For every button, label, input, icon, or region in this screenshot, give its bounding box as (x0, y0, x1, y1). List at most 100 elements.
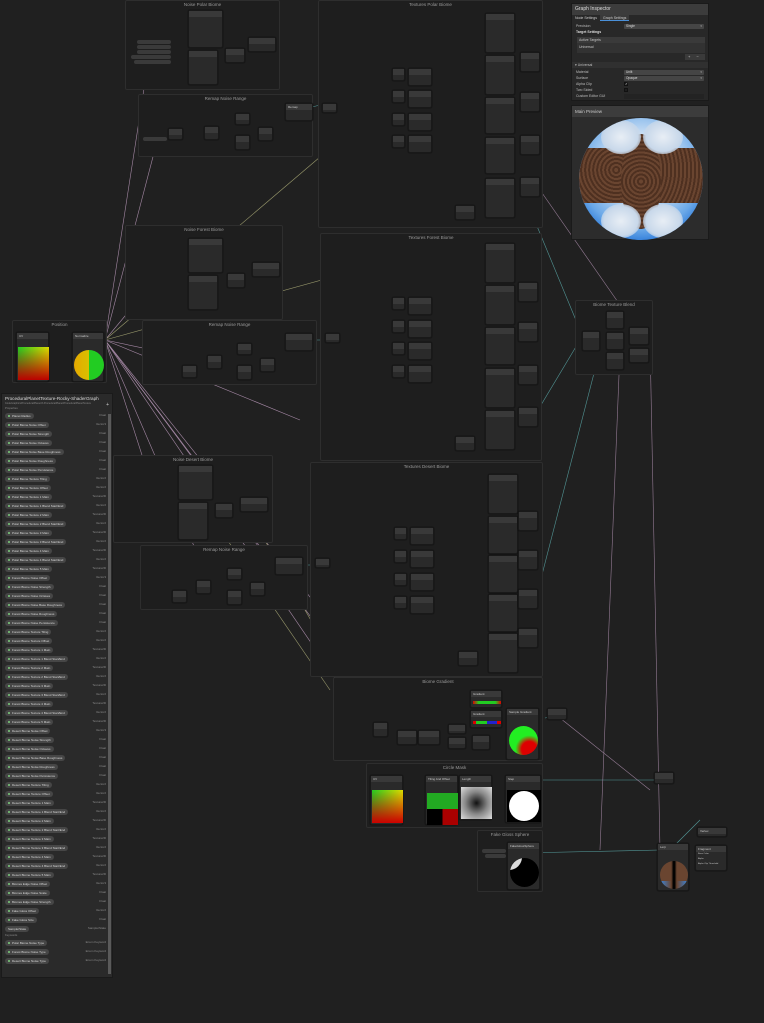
property-name[interactable]: Polar Biome Noise Roughness (5, 457, 56, 464)
node-add[interactable] (227, 590, 242, 605)
fragment-port-base-color[interactable]: Base Color (698, 853, 709, 855)
node-sample-texture[interactable] (485, 55, 515, 95)
node-tiling-offset[interactable] (408, 135, 432, 153)
node-noise[interactable] (188, 10, 223, 48)
node-tiling-offset[interactable] (408, 90, 432, 108)
node-tiling-offset[interactable] (410, 573, 434, 591)
node-lerp[interactable] (260, 358, 275, 372)
node-sample-texture[interactable] (485, 137, 515, 174)
remove-target-button[interactable]: − (696, 54, 699, 59)
node-uv[interactable]: UV (16, 332, 49, 382)
node-multiply[interactable] (207, 355, 222, 369)
node-lerp[interactable] (518, 407, 538, 427)
property-name[interactable]: Forest Biome Texture 1 Blend Start/End (5, 655, 68, 662)
node-normalize[interactable]: Normalize (72, 332, 104, 382)
add-target-button[interactable]: + (688, 54, 691, 59)
property-name[interactable]: Desert Biome Texture 2 Main (5, 817, 54, 824)
fragment-port-alpha[interactable]: Alpha (698, 858, 704, 860)
node-sample-texture[interactable] (485, 178, 515, 218)
node-sub[interactable] (225, 48, 245, 63)
property-name[interactable]: Polar Biome Noise Strength (5, 430, 53, 437)
property-pill[interactable] (134, 60, 171, 64)
property-name[interactable]: Forest Biome Noise Roughness (5, 610, 58, 617)
node-lerp-final[interactable]: Lerp (657, 843, 689, 891)
node-sample-texture[interactable] (488, 594, 518, 632)
property-name[interactable]: Desert Biome Noise Octaves (5, 745, 54, 752)
property-name[interactable]: Desert Biome Texture Tiling (5, 781, 52, 788)
node-lerp[interactable] (518, 365, 538, 385)
node-split[interactable] (168, 128, 183, 140)
node-sub[interactable] (215, 503, 233, 518)
node-split[interactable] (182, 365, 197, 378)
node-split[interactable] (582, 331, 600, 351)
node-tiling-offset[interactable] (408, 365, 432, 383)
node-noise[interactable] (188, 275, 218, 310)
node-split[interactable] (172, 590, 187, 603)
node-split[interactable] (392, 135, 405, 148)
node-add[interactable] (629, 348, 649, 363)
node-tiling-offset[interactable] (458, 651, 478, 666)
node-lerp[interactable] (518, 550, 538, 570)
property-name[interactable]: Forest Biome Texture 2 Blend Start/End (5, 673, 68, 680)
property-name[interactable]: Forest Biome Noise Type (5, 948, 49, 955)
property-pill-fake-gloss-offset[interactable] (482, 849, 506, 853)
node-remap[interactable] (322, 103, 337, 113)
node-split[interactable] (394, 596, 407, 609)
node-split[interactable] (392, 342, 405, 355)
property-name[interactable]: Polar Biome Texture 2 Main (5, 511, 52, 518)
property-name[interactable]: Forest Biome Texture 1 Main (5, 646, 54, 653)
property-name[interactable]: Desert Biome Noise Roughness (5, 763, 58, 770)
property-name[interactable]: Forest Biome Noise Base Roughness (5, 601, 66, 608)
fragment-port-alpha-clip[interactable]: Alpha Clip Threshold (698, 863, 719, 865)
node-tiling-offset[interactable] (408, 68, 432, 86)
node-add[interactable] (235, 113, 250, 125)
property-pill[interactable] (131, 55, 171, 59)
node-add[interactable] (448, 724, 466, 734)
property-name[interactable]: Desert Biome Texture 1 Main (5, 799, 54, 806)
node-lerp[interactable] (518, 628, 538, 648)
node-split[interactable] (392, 68, 405, 81)
node-noise[interactable] (178, 465, 213, 500)
property-name[interactable]: Forest Biome Noise Octaves (5, 592, 54, 599)
property-name[interactable]: Planet Radius (5, 412, 34, 419)
node-multiply[interactable] (654, 772, 674, 784)
universal-section[interactable]: ▾ Universal (572, 62, 708, 68)
node-remap[interactable] (275, 557, 303, 575)
property-pill[interactable] (137, 45, 171, 49)
property-name[interactable]: Desert Biome Noise Type (5, 957, 49, 964)
node-split[interactable] (394, 527, 407, 540)
node-multiply[interactable] (397, 730, 417, 745)
node-sample-texture[interactable] (485, 368, 515, 408)
node-tiling-offset[interactable] (408, 297, 432, 315)
node-split[interactable] (392, 365, 405, 378)
surface-dropdown[interactable]: Opaque (624, 76, 704, 81)
property-name[interactable]: Forest Biome Noise Persistence (5, 619, 58, 626)
fragment-block[interactable]: Fragment Base Color Alpha Alpha Clip Thr… (695, 845, 727, 871)
node-gradient[interactable]: Gradient (470, 710, 502, 728)
property-name[interactable]: Forest Biome Texture 5 Main (5, 718, 54, 725)
node-tiling-offset[interactable] (410, 527, 434, 545)
property-name[interactable]: Forest Biome Noise Offset (5, 574, 51, 581)
property-name[interactable]: Polar Biome Texture 2 Blend Start/End (5, 520, 67, 527)
